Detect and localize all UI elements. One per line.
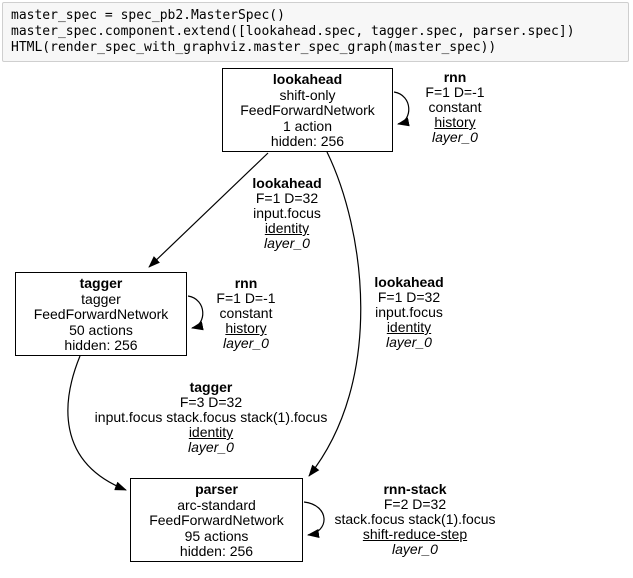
label-dims: F=1 D=-1 (216, 290, 276, 306)
self-loop-parser (303, 501, 325, 538)
label-lookahead-to-parser: lookahead F=1 D=32 input.focus identity … (259, 275, 559, 350)
label-layer: layer_0 (223, 335, 269, 351)
translator-link[interactable]: history (434, 114, 476, 130)
label-features: constant (428, 99, 482, 115)
node-tagger: tagger tagger FeedForwardNetwork 50 acti… (15, 272, 187, 356)
label-dims: F=1 D=32 (255, 190, 319, 206)
label-dims: F=1 D=32 (377, 289, 441, 305)
node-title: lookahead (272, 71, 343, 87)
label-title: tagger (189, 379, 233, 395)
label-title: rnn-stack (383, 481, 447, 497)
edge-lookahead-to-tagger (148, 152, 269, 268)
node-network: FeedForwardNetwork (240, 102, 375, 119)
node-transition: tagger (81, 290, 121, 307)
label-dims: F=1 D=-1 (425, 84, 485, 100)
node-hidden: hidden: 256 (64, 337, 138, 354)
translator-link[interactable]: identity (264, 220, 310, 236)
label-title: lookahead (252, 175, 322, 191)
label-rnn-lookahead: rnn F=1 D=-1 constant history layer_0 (305, 70, 605, 145)
label-lookahead-to-tagger: lookahead F=1 D=32 input.focus identity … (137, 176, 437, 251)
label-tagger-to-parser: tagger F=3 D=32 input.focus stack.focus … (61, 380, 361, 455)
label-rnn-stack-parser: rnn-stack F=2 D=32 stack.focus stack(1).… (265, 482, 565, 557)
translator-link[interactable]: identity (386, 319, 432, 335)
label-title: lookahead (374, 274, 444, 290)
label-layer: layer_0 (392, 541, 438, 557)
code-line: master_spec = spec_pb2.MasterSpec() (11, 8, 285, 23)
edge-tagger-to-parser (67, 355, 127, 491)
label-layer: layer_0 (188, 439, 234, 455)
node-hidden: hidden: 256 (179, 543, 254, 560)
node-actions: 1 action (282, 117, 333, 134)
node-title: tagger (79, 275, 123, 291)
label-layer: layer_0 (432, 129, 478, 145)
node-actions: 95 actions (184, 527, 249, 544)
label-features: input.focus stack.focus stack(1).focus (94, 409, 328, 425)
code-cell[interactable]: master_spec = spec_pb2.MasterSpec() mast… (2, 2, 629, 62)
label-layer: layer_0 (264, 235, 310, 251)
code-line: HTML(render_spec_with_graphviz.master_sp… (11, 40, 497, 55)
node-network: FeedForwardNetwork (33, 306, 169, 323)
translator-link[interactable]: identity (188, 424, 234, 440)
label-features: constant (219, 305, 273, 321)
node-hidden: hidden: 256 (270, 133, 345, 150)
translator-link[interactable]: history (225, 320, 267, 336)
label-rnn-tagger: rnn F=1 D=-1 constant history layer_0 (96, 276, 396, 351)
translator-link[interactable]: shift-reduce-step (362, 526, 468, 542)
code-line: master_spec.component.extend([lookahead.… (11, 24, 575, 39)
node-transition: shift-only (279, 86, 336, 103)
node-transition: arc-standard (177, 496, 256, 513)
label-dims: F=2 D=32 (383, 496, 447, 512)
label-features: input.focus (375, 304, 443, 320)
label-dims: F=3 D=32 (179, 394, 243, 410)
label-title: rnn (234, 275, 258, 291)
node-title: parser (195, 481, 238, 497)
edge-lookahead-to-parser (308, 151, 362, 477)
label-layer: layer_0 (386, 334, 432, 350)
label-features: input.focus (253, 205, 321, 221)
self-loop-tagger (187, 295, 204, 331)
node-lookahead: lookahead shift-only FeedForwardNetwork … (222, 68, 393, 152)
node-network: FeedForwardNetwork (149, 512, 284, 529)
self-loop-lookahead (393, 91, 410, 127)
label-title: rnn (443, 69, 467, 85)
label-features: stack.focus stack(1).focus (334, 511, 496, 527)
node-parser: parser arc-standard FeedForwardNetwork 9… (130, 478, 303, 562)
node-actions: 50 actions (69, 321, 133, 338)
